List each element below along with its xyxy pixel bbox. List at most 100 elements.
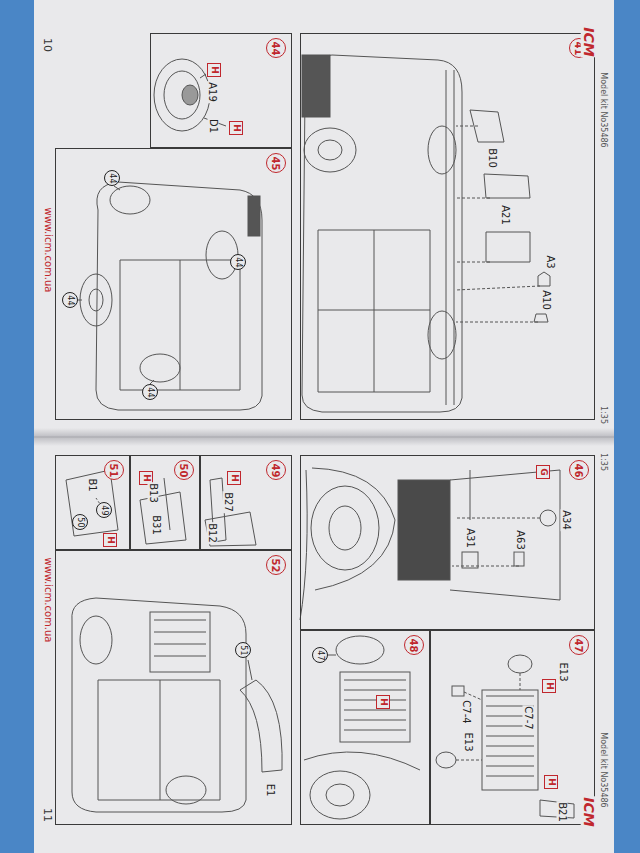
page-fold <box>34 428 614 446</box>
step-number: 46 <box>573 463 584 477</box>
callout-circle: 44 <box>230 254 246 270</box>
callout-number: 44 <box>66 295 75 305</box>
part-label: A34 <box>561 509 572 531</box>
callout-circle: 51 <box>235 642 251 658</box>
website-url: www.icm.com.ua <box>43 207 54 294</box>
callout-circle: 47 <box>312 647 328 663</box>
step-panel: 47H H <box>430 630 595 825</box>
paint-code: H <box>229 474 239 482</box>
part-label: B1 <box>87 477 98 492</box>
paint-code: H <box>544 682 554 690</box>
part-label: C7-4 <box>461 699 472 724</box>
callout-number: 44 <box>108 173 117 183</box>
step-panel: 44H H <box>150 33 292 148</box>
kit-number: Model kit No35486 <box>599 71 608 148</box>
page-number: 11 <box>41 807 53 823</box>
step-number-circle: 48 <box>404 635 424 655</box>
paint-code: H <box>546 778 556 786</box>
step-number: 52 <box>270 558 281 572</box>
step-panel: 46 G <box>300 455 595 630</box>
part-label: B27 <box>223 491 234 513</box>
step-panel: 51H 49 50 <box>55 455 130 550</box>
part-label: A63 <box>515 529 526 551</box>
booklet-page <box>34 0 614 853</box>
paint-code-box: H <box>227 471 241 485</box>
paint-code: G <box>538 468 548 475</box>
part-label: D1 <box>208 118 219 134</box>
step-number: 48 <box>408 638 419 652</box>
kit-number: Model kit No35486 <box>599 731 608 808</box>
step-48-drawing <box>304 636 420 819</box>
step-number: 50 <box>178 463 189 477</box>
step-panel: 52 51 <box>55 550 292 825</box>
paint-code: H <box>141 474 151 482</box>
part-label: E13 <box>463 731 474 752</box>
scale-note: 1:35 <box>599 405 608 425</box>
part-label: B21 <box>557 801 568 823</box>
part-label: E13 <box>558 661 569 682</box>
step-panel: 48 47H <box>300 630 430 825</box>
callout-circle: 44 <box>142 384 158 400</box>
scale-note: 1:35 <box>599 452 608 472</box>
step-number-circle: 47 <box>569 635 589 655</box>
paint-code-box: H <box>542 679 556 693</box>
paint-code-box: H <box>544 775 558 789</box>
part-label: E1 <box>265 783 276 798</box>
hood-panels-drawing <box>66 470 256 546</box>
step-number: 45 <box>270 156 281 170</box>
paint-code: H <box>209 66 219 74</box>
step-number-circle: 46 <box>569 460 589 480</box>
step-number-circle: 51 <box>104 460 124 480</box>
step-45-drawing <box>78 182 262 410</box>
callout-circle: 44 <box>104 170 120 186</box>
brand-logo: ICM <box>580 26 595 57</box>
callout-circle: 50 <box>72 514 88 530</box>
part-label: A31 <box>465 527 476 549</box>
part-label: B10 <box>487 147 498 169</box>
paint-code-box: H <box>207 63 221 77</box>
callout-number: 47 <box>316 650 325 660</box>
fold-line <box>34 437 614 438</box>
part-label: B31 <box>151 514 162 536</box>
step-number-circle: 52 <box>266 555 286 575</box>
callout-circle: 49 <box>96 502 112 518</box>
step-number-circle: 45 <box>266 153 286 173</box>
step-46-drawing <box>300 468 560 620</box>
step-panel: 41 <box>300 33 595 420</box>
part-label: A10 <box>541 289 552 311</box>
paint-code-box: H <box>103 533 117 547</box>
website-url: www.icm.com.ua <box>43 557 54 644</box>
step-panel: 50H <box>130 455 200 550</box>
part-label: A3 <box>545 254 556 269</box>
callout-number: 50 <box>76 517 85 527</box>
part-label: B12 <box>207 522 218 544</box>
step-panel: 45 44 44 44 44 <box>55 148 292 420</box>
callout-number: 44 <box>234 257 243 267</box>
paint-code: H <box>105 536 115 544</box>
callout-number: 44 <box>146 387 155 397</box>
step-47-drawing <box>436 655 574 818</box>
step-number-circle: 50 <box>174 460 194 480</box>
step-41-drawing <box>302 55 550 412</box>
brand-logo: ICM <box>580 796 595 827</box>
step-number: 51 <box>108 463 119 477</box>
paint-code: H <box>231 124 241 132</box>
step-number: 44 <box>270 41 281 55</box>
part-label: B13 <box>148 482 159 504</box>
paint-code-box: G <box>536 465 550 479</box>
step-52-drawing <box>72 598 282 812</box>
part-label: A21 <box>500 204 511 226</box>
step-number: 49 <box>270 463 281 477</box>
step-number-circle: 49 <box>266 460 286 480</box>
callout-number: 49 <box>100 505 109 515</box>
paint-code: H <box>378 698 388 706</box>
callout-circle: 44 <box>62 292 78 308</box>
paint-code-box: H <box>229 121 243 135</box>
paint-code-box: H <box>376 695 390 709</box>
step-number-circle: 44 <box>266 38 286 58</box>
callout-number: 51 <box>239 645 248 655</box>
part-label: A19 <box>207 81 218 103</box>
